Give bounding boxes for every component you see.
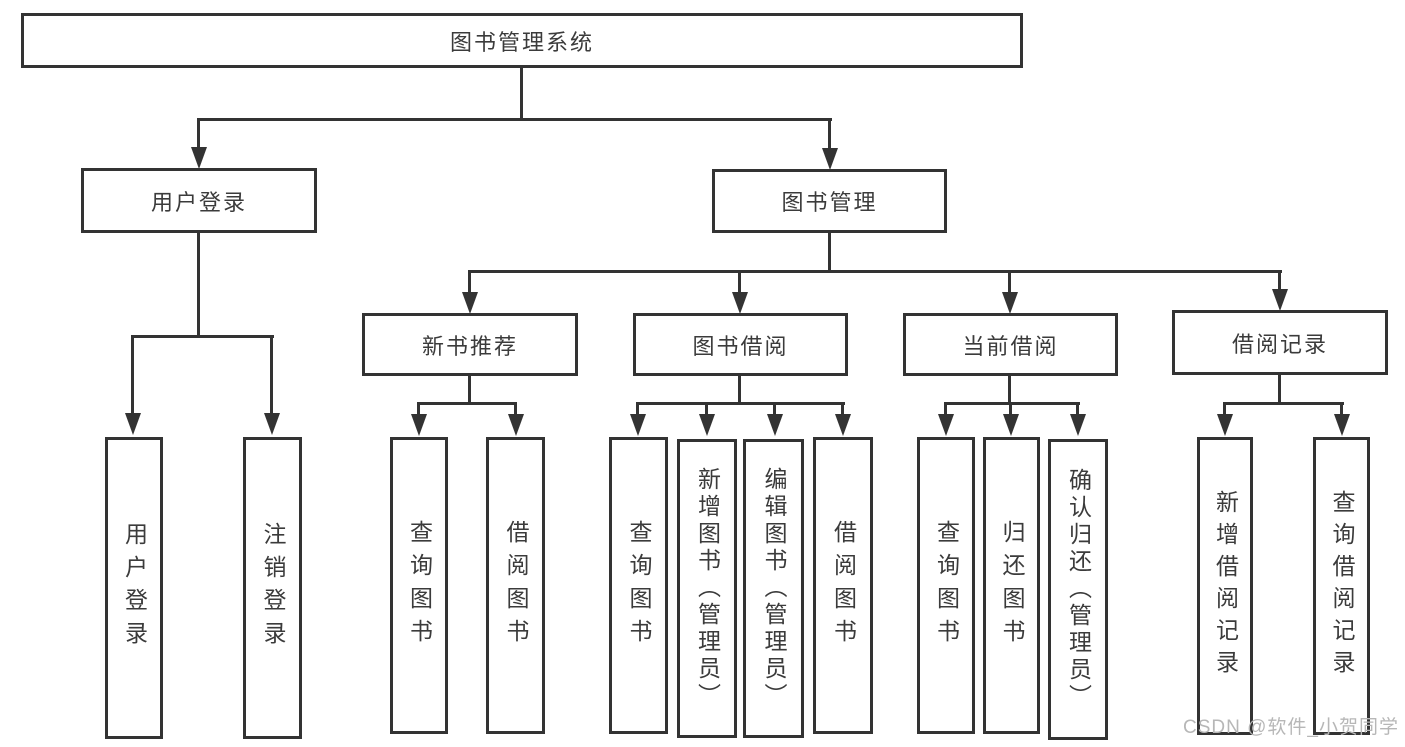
connector-to-borrow-record: [1278, 270, 1281, 292]
connector-to-cb-query: [944, 402, 947, 416]
arrow-down-book-mgmt: [822, 148, 838, 170]
connector-book-mgmt-branchbar: [468, 270, 1282, 273]
leaf-bb-edit-books-admin-label: 编辑图书（管理员）: [761, 467, 787, 710]
leaf-br-add-record: 新增借阅记录: [1197, 437, 1253, 735]
leaf-cb-query-books-label: 查询图书: [933, 519, 960, 652]
node-user-login-group-label: 用户登录: [150, 189, 247, 215]
leaf-bb-query-books-label: 查询图书: [626, 519, 652, 652]
leaf-bb-edit-books-admin: 编辑图书（管理员）: [743, 439, 804, 738]
connector-to-user-login: [197, 118, 200, 150]
node-book-borrow: 图书借阅: [633, 313, 848, 376]
connector-to-bb-add: [705, 402, 708, 416]
leaf-user-login-label: 用户登录: [121, 522, 148, 654]
leaf-cb-confirm-return-admin: 确认归还（管理员）: [1048, 439, 1108, 740]
arrow-down-cb-query: [938, 414, 954, 436]
leaf-user-login: 用户登录: [105, 437, 163, 739]
node-borrow-record-label: 借阅记录: [1231, 331, 1328, 357]
connector-user-login-stem: [197, 232, 200, 338]
connector-to-book-mgmt: [828, 118, 831, 150]
arrow-down-br-add: [1217, 414, 1233, 436]
connector-to-current-borrow: [1008, 270, 1011, 294]
leaf-cb-confirm-return-admin-label: 确认归还（管理员）: [1065, 468, 1092, 711]
arrow-down-cb-confirm: [1070, 414, 1086, 436]
leaf-nbr-borrow-books: 借阅图书: [486, 437, 545, 734]
leaf-bb-query-books: 查询图书: [609, 437, 668, 734]
node-new-book-rec: 新书推荐: [362, 313, 578, 376]
connector-bb-branchbar: [636, 402, 845, 405]
connector-bb-stem: [738, 376, 741, 405]
connector-to-book-borrow: [738, 270, 741, 294]
leaf-bb-borrow-books: 借阅图书: [813, 437, 873, 734]
arrow-down-nbr-query: [411, 414, 427, 436]
leaf-bb-add-books-admin: 新增图书（管理员）: [677, 439, 737, 738]
arrow-down-nbr-borrow: [508, 414, 524, 436]
connector-to-bb-query: [636, 402, 639, 416]
arrow-down-book-borrow: [732, 292, 748, 314]
connector-br-branchbar: [1223, 402, 1344, 405]
arrow-down-user-login: [191, 147, 207, 169]
connector-book-mgmt-stem: [828, 233, 831, 273]
leaf-nbr-query-books-label: 查询图书: [406, 519, 433, 652]
connector-nbr-stem: [468, 376, 471, 405]
connector-to-nbr-borrow: [514, 402, 517, 416]
leaf-logout-label: 注销登录: [260, 522, 286, 654]
leaf-cb-return-books-label: 归还图书: [999, 519, 1025, 652]
connector-user-login-branchbar: [131, 335, 274, 338]
node-new-book-rec-label: 新书推荐: [421, 333, 518, 359]
node-book-mgmt-group-label: 图书管理: [781, 190, 878, 215]
leaf-nbr-query-books: 查询图书: [390, 437, 448, 734]
leaf-cb-return-books: 归还图书: [983, 437, 1040, 734]
connector-to-br-query: [1340, 402, 1343, 416]
connector-br-stem: [1278, 375, 1281, 405]
arrow-down-bb-edit: [767, 414, 783, 436]
connector-cb-stem: [1008, 376, 1011, 405]
arrow-down-bb-query: [630, 414, 646, 436]
connector-to-cb-return: [1009, 402, 1012, 416]
leaf-logout: 注销登录: [243, 437, 302, 739]
node-current-borrow-label: 当前借阅: [962, 333, 1059, 359]
connector-cb-branchbar: [944, 402, 1080, 405]
leaf-bb-add-books-admin-label: 新增图书（管理员）: [694, 467, 721, 710]
connector-to-bb-borrow: [841, 402, 844, 416]
connector-to-new-book-rec: [468, 270, 471, 294]
node-book-borrow-label: 图书借阅: [692, 333, 789, 359]
leaf-br-query-record: 查询借阅记录: [1313, 437, 1370, 735]
arrow-down-borrow-record: [1272, 289, 1288, 311]
connector-to-bb-edit: [773, 402, 776, 416]
arrow-down-leaf-logout: [264, 413, 280, 435]
connector-nbr-branchbar: [417, 402, 517, 405]
connector-to-leaf-logout: [270, 335, 273, 415]
node-book-mgmt-group: 图书管理: [712, 169, 947, 233]
arrow-down-leaf-user-login: [125, 413, 141, 435]
arrow-down-new-book-rec: [462, 292, 478, 314]
node-user-login-group: 用户登录: [81, 168, 317, 233]
connector-to-leaf-user-login: [131, 335, 134, 415]
leaf-br-add-record-label: 新增借阅记录: [1212, 490, 1239, 682]
connector-to-nbr-query: [417, 402, 420, 416]
connector-to-br-add: [1223, 402, 1226, 416]
connector-root-stem: [520, 68, 523, 121]
connector-to-cb-confirm: [1076, 402, 1079, 416]
node-root: 图书管理系统: [21, 13, 1023, 68]
node-current-borrow: 当前借阅: [903, 313, 1118, 376]
leaf-br-query-record-label: 查询借阅记录: [1329, 490, 1355, 682]
arrow-down-cb-return: [1003, 414, 1019, 436]
arrow-down-bb-add: [699, 414, 715, 436]
leaf-bb-borrow-books-label: 借阅图书: [830, 519, 857, 652]
leaf-cb-query-books: 查询图书: [917, 437, 975, 734]
arrow-down-br-query: [1334, 414, 1350, 436]
csdn-watermark: CSDN @软件_小贺同学: [1183, 717, 1399, 738]
node-borrow-record: 借阅记录: [1172, 310, 1388, 375]
arrow-down-current-borrow: [1002, 292, 1018, 314]
connector-root-branchbar: [197, 118, 832, 121]
arrow-down-bb-borrow: [835, 414, 851, 436]
node-root-label: 图书管理系统: [449, 29, 594, 55]
leaf-nbr-borrow-books-label: 借阅图书: [503, 519, 529, 652]
